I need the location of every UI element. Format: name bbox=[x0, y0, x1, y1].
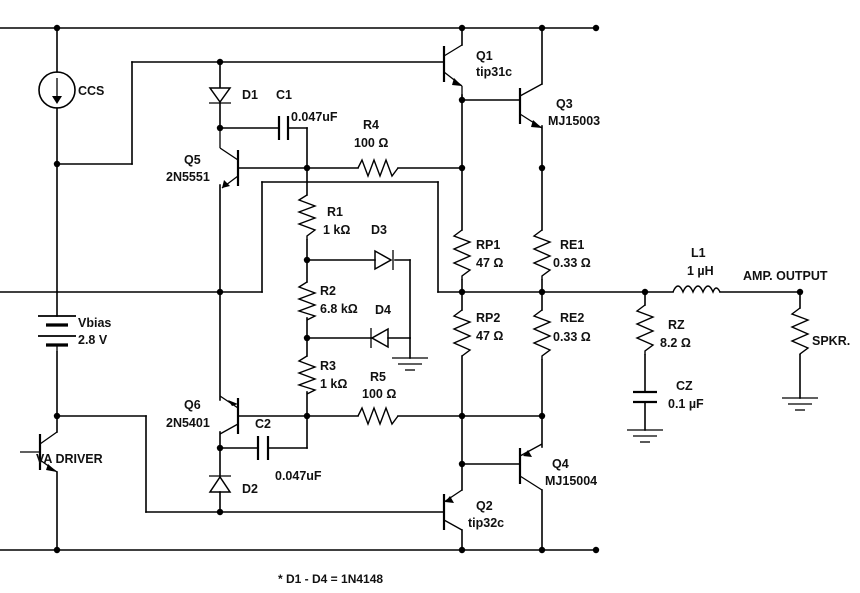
c2-label: C2 bbox=[255, 417, 271, 431]
q5-transistor-symbol bbox=[219, 128, 240, 189]
c2-symbol bbox=[256, 436, 270, 460]
rz-label: RZ bbox=[668, 318, 685, 332]
r4-value: 100 Ω bbox=[354, 136, 388, 150]
d4-label: D4 bbox=[375, 303, 391, 317]
re2-label: RE2 bbox=[560, 311, 584, 325]
ccs-symbol bbox=[38, 71, 76, 109]
q4-label: Q4 bbox=[552, 457, 569, 471]
r3-resistor bbox=[296, 355, 317, 395]
d2-label: D2 bbox=[242, 482, 258, 496]
r4-label: R4 bbox=[363, 118, 379, 132]
c1-label: C1 bbox=[276, 88, 292, 102]
q5-part: 2N5551 bbox=[166, 170, 210, 184]
q6-transistor-symbol bbox=[219, 395, 240, 435]
q6-part: 2N5401 bbox=[166, 416, 210, 430]
r2-label: R2 bbox=[320, 284, 336, 298]
q1-part: tip31c bbox=[476, 65, 512, 79]
r5-label: R5 bbox=[370, 370, 386, 384]
r1-value: 1 kΩ bbox=[323, 223, 350, 237]
rz-resistor bbox=[635, 304, 655, 355]
rz-value: 8.2 Ω bbox=[660, 336, 691, 350]
q1-label: Q1 bbox=[476, 49, 493, 63]
r4-resistor bbox=[357, 158, 399, 178]
r2-resistor bbox=[296, 281, 317, 321]
va-driver-transistor-symbol bbox=[20, 431, 58, 473]
c2-value: 0.047uF bbox=[275, 469, 322, 483]
junctions bbox=[53, 24, 804, 554]
footnote: * D1 - D4 = 1N4148 bbox=[278, 572, 383, 586]
rp2-value: 47 Ω bbox=[476, 329, 503, 343]
q6-label: Q6 bbox=[184, 398, 201, 412]
q3-transistor-symbol bbox=[518, 83, 543, 129]
ground-zobel-icon bbox=[627, 429, 663, 443]
re1-resistor bbox=[532, 229, 552, 280]
rp1-resistor bbox=[452, 229, 472, 280]
ground-speaker-icon bbox=[782, 397, 818, 411]
l1-inductor bbox=[672, 285, 721, 294]
q3-part: MJ15003 bbox=[548, 114, 600, 128]
r3-label: R3 bbox=[320, 359, 336, 373]
d4-symbol bbox=[370, 327, 389, 349]
ground-d4-icon bbox=[392, 357, 428, 371]
q5-label: Q5 bbox=[184, 153, 201, 167]
amp-output-label: AMP. OUTPUT bbox=[743, 269, 828, 283]
d3-symbol bbox=[374, 249, 394, 271]
r5-value: 100 Ω bbox=[362, 387, 396, 401]
rp2-resistor bbox=[452, 309, 472, 357]
r1-label: R1 bbox=[327, 205, 343, 219]
r5-resistor bbox=[357, 406, 399, 426]
cz-value: 0.1 µF bbox=[668, 397, 704, 411]
q2-label: Q2 bbox=[476, 499, 493, 513]
d1-symbol bbox=[208, 87, 232, 104]
r3-value: 1 kΩ bbox=[320, 377, 347, 391]
re1-value: 0.33 Ω bbox=[553, 256, 591, 270]
vbias-battery bbox=[38, 315, 76, 352]
q2-part: tip32c bbox=[468, 516, 504, 530]
vbias-value: 2.8 V bbox=[78, 333, 108, 347]
speaker-label: SPKR. bbox=[812, 334, 850, 348]
d1-label: D1 bbox=[242, 88, 258, 102]
rp2-label: RP2 bbox=[476, 311, 500, 325]
q2-transistor-symbol bbox=[442, 489, 463, 531]
q4-transistor-symbol bbox=[518, 443, 543, 491]
c1-symbol bbox=[277, 116, 290, 140]
l1-label: L1 bbox=[691, 246, 706, 260]
re2-resistor bbox=[532, 309, 552, 360]
ccs-label: CCS bbox=[78, 84, 104, 98]
wires bbox=[0, 27, 801, 551]
r2-value: 6.8 kΩ bbox=[320, 302, 358, 316]
d3-label: D3 bbox=[371, 223, 387, 237]
speaker-resistor bbox=[790, 307, 810, 355]
cz-capacitor bbox=[633, 390, 657, 404]
q4-part: MJ15004 bbox=[545, 474, 597, 488]
va-driver-label: VA DRIVER bbox=[36, 452, 103, 466]
vbias-label: Vbias bbox=[78, 316, 111, 330]
q3-label: Q3 bbox=[556, 97, 573, 111]
c1-value: 0.047uF bbox=[291, 110, 338, 124]
rp1-label: RP1 bbox=[476, 238, 500, 252]
r1-resistor bbox=[297, 194, 317, 240]
re1-label: RE1 bbox=[560, 238, 584, 252]
l1-value: 1 µH bbox=[687, 264, 714, 278]
re2-value: 0.33 Ω bbox=[553, 330, 591, 344]
q1-transistor-symbol bbox=[442, 44, 463, 100]
rp1-value: 47 Ω bbox=[476, 256, 503, 270]
d2-symbol bbox=[208, 475, 232, 493]
cz-label: CZ bbox=[676, 379, 693, 393]
